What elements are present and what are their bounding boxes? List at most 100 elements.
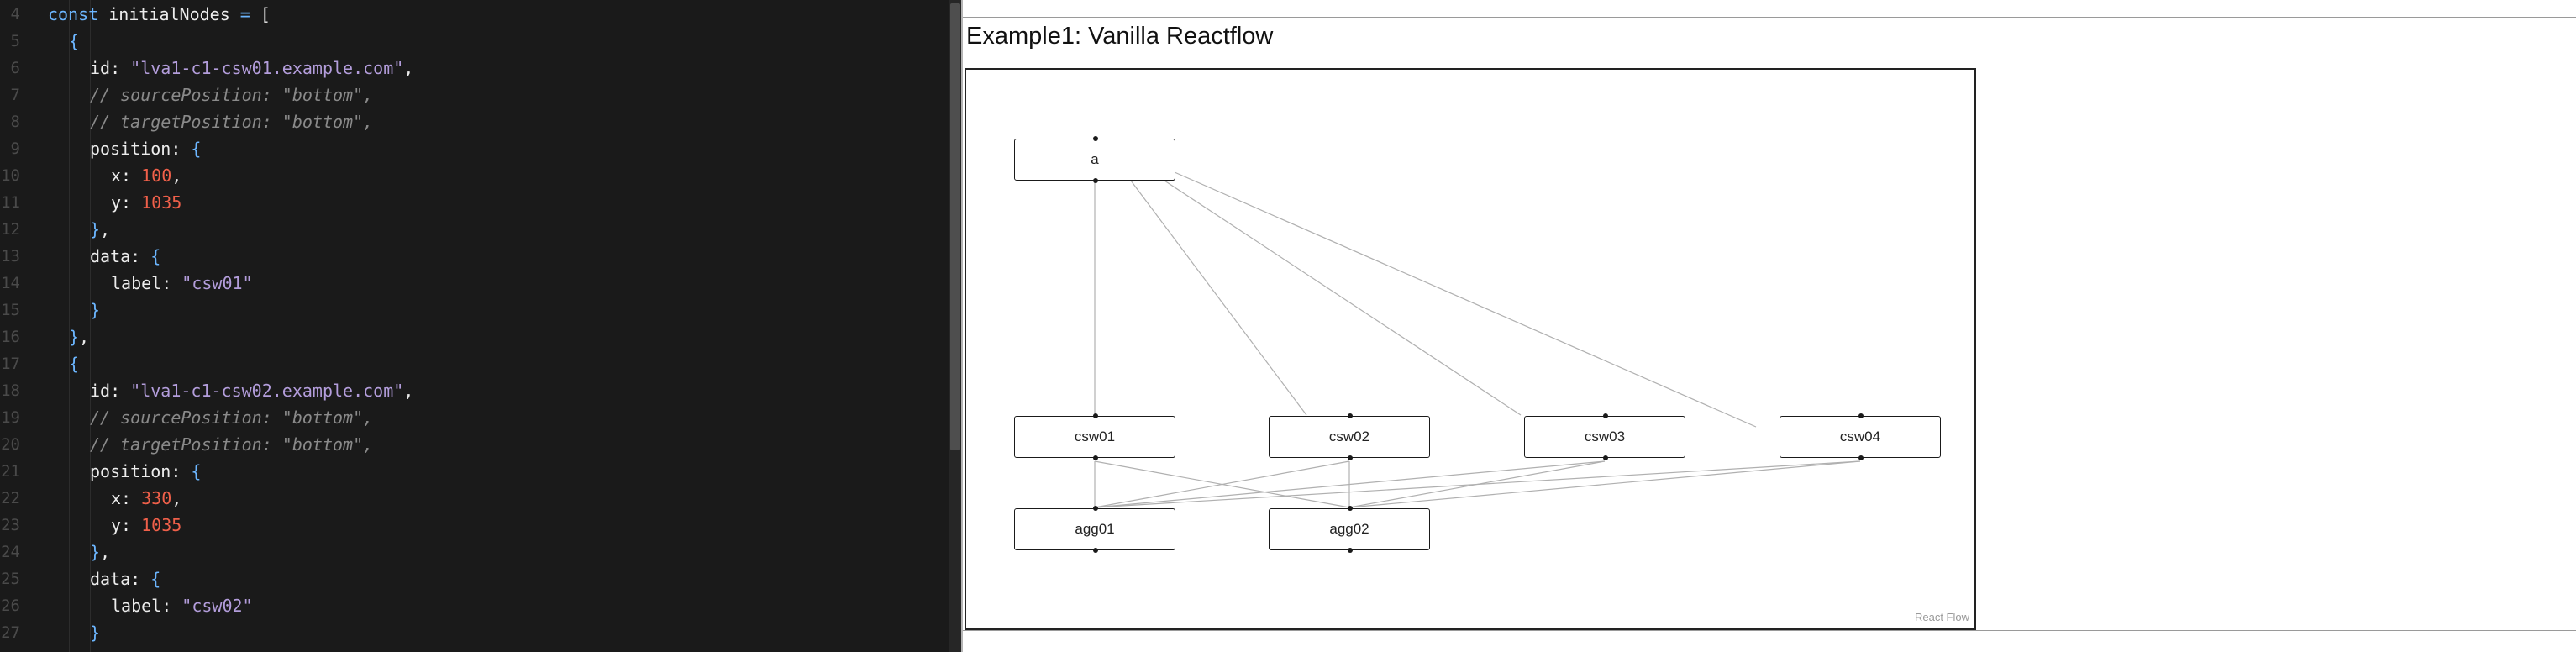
edge-csw03-agg02 [1348,460,1606,508]
code-line[interactable]: 22 x: 330, [0,485,949,512]
target-handle[interactable] [1093,506,1098,511]
code-token: } [90,623,101,643]
code-line[interactable]: 20// targetPosition: "bottom", [0,431,949,458]
code-token: // sourcePosition: "bottom", [90,85,374,105]
code-token: , [171,166,182,186]
target-handle[interactable] [1348,413,1353,418]
node-a[interactable]: a [1014,136,1175,183]
line-code: position: { [90,135,201,162]
edge-csw01-agg02 [1094,460,1350,508]
line-code: position: { [90,458,201,485]
line-code: }, [90,216,110,243]
line-number: 12 [1,220,20,239]
source-handle[interactable] [1348,548,1353,553]
react-flow-canvas[interactable]: a csw01 csw02 csw03 csw04 agg01 [965,68,1976,630]
code-token: , [100,219,111,239]
code-token: } [90,542,101,562]
code-line[interactable]: 17{ [0,350,949,377]
line-code: { [69,28,79,55]
code-line[interactable]: 24}, [0,539,949,565]
react-flow-attribution[interactable]: React Flow [1914,611,1969,623]
code-token: "lva1-c1-csw02.example.com" [130,381,404,401]
node-label: csw02 [1328,429,1370,444]
code-line[interactable]: 15} [0,297,949,323]
line-code: x: 100, [111,162,181,189]
code-token: y: [111,515,142,535]
editor-scrollbar-thumb[interactable] [950,3,960,450]
line-code: // sourcePosition: "bottom", [90,404,373,431]
code-line[interactable]: 6 id: "lva1-c1-csw01.example.com", [0,55,949,82]
node-csw03[interactable]: csw03 [1524,413,1685,460]
line-number: 9 [10,139,20,158]
node-agg02[interactable]: agg02 [1269,506,1430,553]
source-handle[interactable] [1093,178,1098,183]
code-token: , [100,542,111,562]
line-number: 6 [10,59,20,77]
code-line[interactable]: 19// sourcePosition: "bottom", [0,404,949,431]
source-handle[interactable] [1093,455,1098,460]
code-line[interactable]: 5{ [0,28,949,55]
line-number: 22 [1,489,20,507]
code-line[interactable]: 16}, [0,323,949,350]
indent-guide [90,0,91,652]
target-handle[interactable] [1858,413,1864,418]
node-label: a [1091,151,1099,167]
code-token: y: [111,192,142,213]
node-csw01[interactable]: csw01 [1014,413,1175,460]
code-token: initialNodes [98,4,240,24]
target-handle[interactable] [1348,506,1353,511]
code-token: label: [111,596,182,616]
line-code: y: 1035 [111,189,181,216]
code-token: const [48,4,99,24]
code-line[interactable]: 12}, [0,216,949,243]
preview-pane: Example1: Vanilla Reactflow [963,0,2576,652]
target-handle[interactable] [1603,413,1608,418]
node-csw04[interactable]: csw04 [1780,413,1941,460]
line-number: 15 [1,301,20,319]
code-token: position: [90,139,192,159]
code-line[interactable]: 8// targetPosition: "bottom", [0,108,949,135]
node-label: csw01 [1074,429,1116,444]
line-code: data: { [90,243,160,270]
code-line[interactable]: 7// sourcePosition: "bottom", [0,82,949,108]
line-code: }, [90,539,110,565]
line-number: 21 [1,462,20,481]
node-label: csw04 [1839,429,1881,444]
code-token: "csw01" [181,273,253,293]
code-token: id: [90,58,131,78]
source-handle[interactable] [1093,548,1098,553]
line-code: x: 330, [111,485,181,512]
line-code: id: "lva1-c1-csw01.example.com", [90,55,413,82]
code-token: = [239,4,250,24]
source-handle[interactable] [1858,455,1864,460]
node-csw02[interactable]: csw02 [1269,413,1430,460]
source-handle[interactable] [1603,455,1608,460]
code-line[interactable]: 27} [0,619,949,646]
indent-guide [69,0,70,652]
edge-csw04-agg02 [1348,460,1861,508]
edge-a-csw04 [1174,171,1757,428]
pane-resize-handle[interactable] [961,0,963,652]
target-handle[interactable] [1093,136,1098,141]
code-line[interactable]: 21 position: { [0,458,949,485]
code-token: 100 [141,166,172,186]
code-line[interactable]: 9 position: { [0,135,949,162]
source-handle[interactable] [1348,455,1353,460]
line-number: 16 [1,328,20,346]
line-number: 23 [1,516,20,534]
code-token: 330 [141,488,172,508]
line-code: data: { [90,565,160,592]
target-handle[interactable] [1093,413,1098,418]
edge-a-csw02 [1130,180,1307,416]
node-agg01[interactable]: agg01 [1014,506,1175,553]
